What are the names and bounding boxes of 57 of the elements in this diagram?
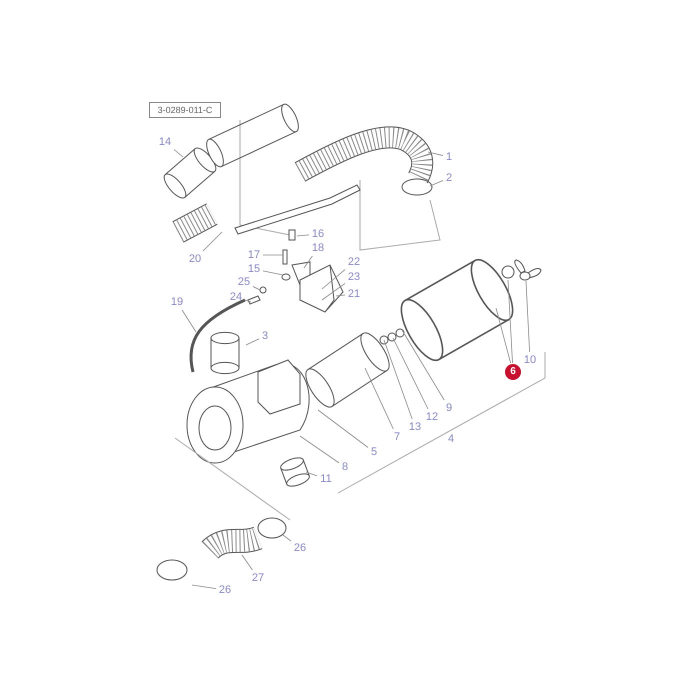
callout-number: 25 (236, 275, 252, 289)
leader-line (526, 280, 530, 352)
leader-line (402, 330, 445, 400)
leader-line (202, 232, 222, 252)
leader-line (182, 310, 196, 332)
leader-line (428, 152, 444, 156)
leader-line (392, 338, 428, 410)
callout-number: 1 (444, 150, 454, 164)
leader-line (244, 300, 252, 302)
leader-line (364, 368, 394, 430)
leader-line (430, 180, 444, 186)
callout-number: 15 (246, 262, 262, 276)
leader-line (262, 270, 284, 276)
leader-line (246, 338, 260, 346)
leader-line (242, 554, 253, 570)
leader-line (318, 410, 368, 448)
callout-number: 24 (228, 290, 244, 304)
leader-line (322, 269, 346, 290)
callout-number: 17 (246, 248, 262, 262)
callout-number: 18 (310, 241, 326, 255)
callout-number: 5 (369, 445, 379, 459)
callout-number: 22 (346, 255, 362, 269)
leader-line (252, 286, 260, 290)
callout-number: 26 (217, 583, 233, 597)
callout-number: 19 (169, 295, 185, 309)
callout-number: 13 (407, 420, 423, 434)
leader-line (384, 340, 413, 420)
callout-number: 3 (260, 329, 270, 343)
callout-number: 10 (522, 353, 538, 367)
callout-number: 21 (346, 287, 362, 301)
leader-line (192, 584, 216, 590)
callout-number: 14 (157, 135, 173, 149)
leader-line (304, 256, 313, 268)
callout-number: 6 (505, 364, 521, 380)
leader-line (262, 254, 284, 256)
callout-number: 12 (424, 410, 440, 424)
callout-number: 11 (318, 472, 334, 486)
callout-number: 27 (250, 571, 266, 585)
callout-number: 20 (187, 252, 203, 266)
callout-number: 9 (444, 401, 454, 415)
callout-number: 4 (448, 434, 454, 445)
leader-line (508, 280, 513, 364)
callout-number: 26 (292, 541, 308, 555)
leader-line (174, 149, 184, 158)
callout-number: 2 (444, 171, 454, 185)
leader-line (282, 534, 292, 542)
callout-number: 23 (346, 270, 362, 284)
callout-number: 8 (340, 460, 350, 474)
callout-number: 16 (310, 227, 326, 241)
leader-line (322, 283, 346, 300)
leader-line (496, 308, 511, 364)
callout-number: 7 (392, 430, 402, 444)
leader-line (296, 234, 310, 236)
drawing-number-box: 3-0289-011-C (149, 102, 221, 118)
leader-line (336, 294, 346, 296)
leader-line (300, 436, 340, 464)
leader-line (306, 472, 318, 476)
